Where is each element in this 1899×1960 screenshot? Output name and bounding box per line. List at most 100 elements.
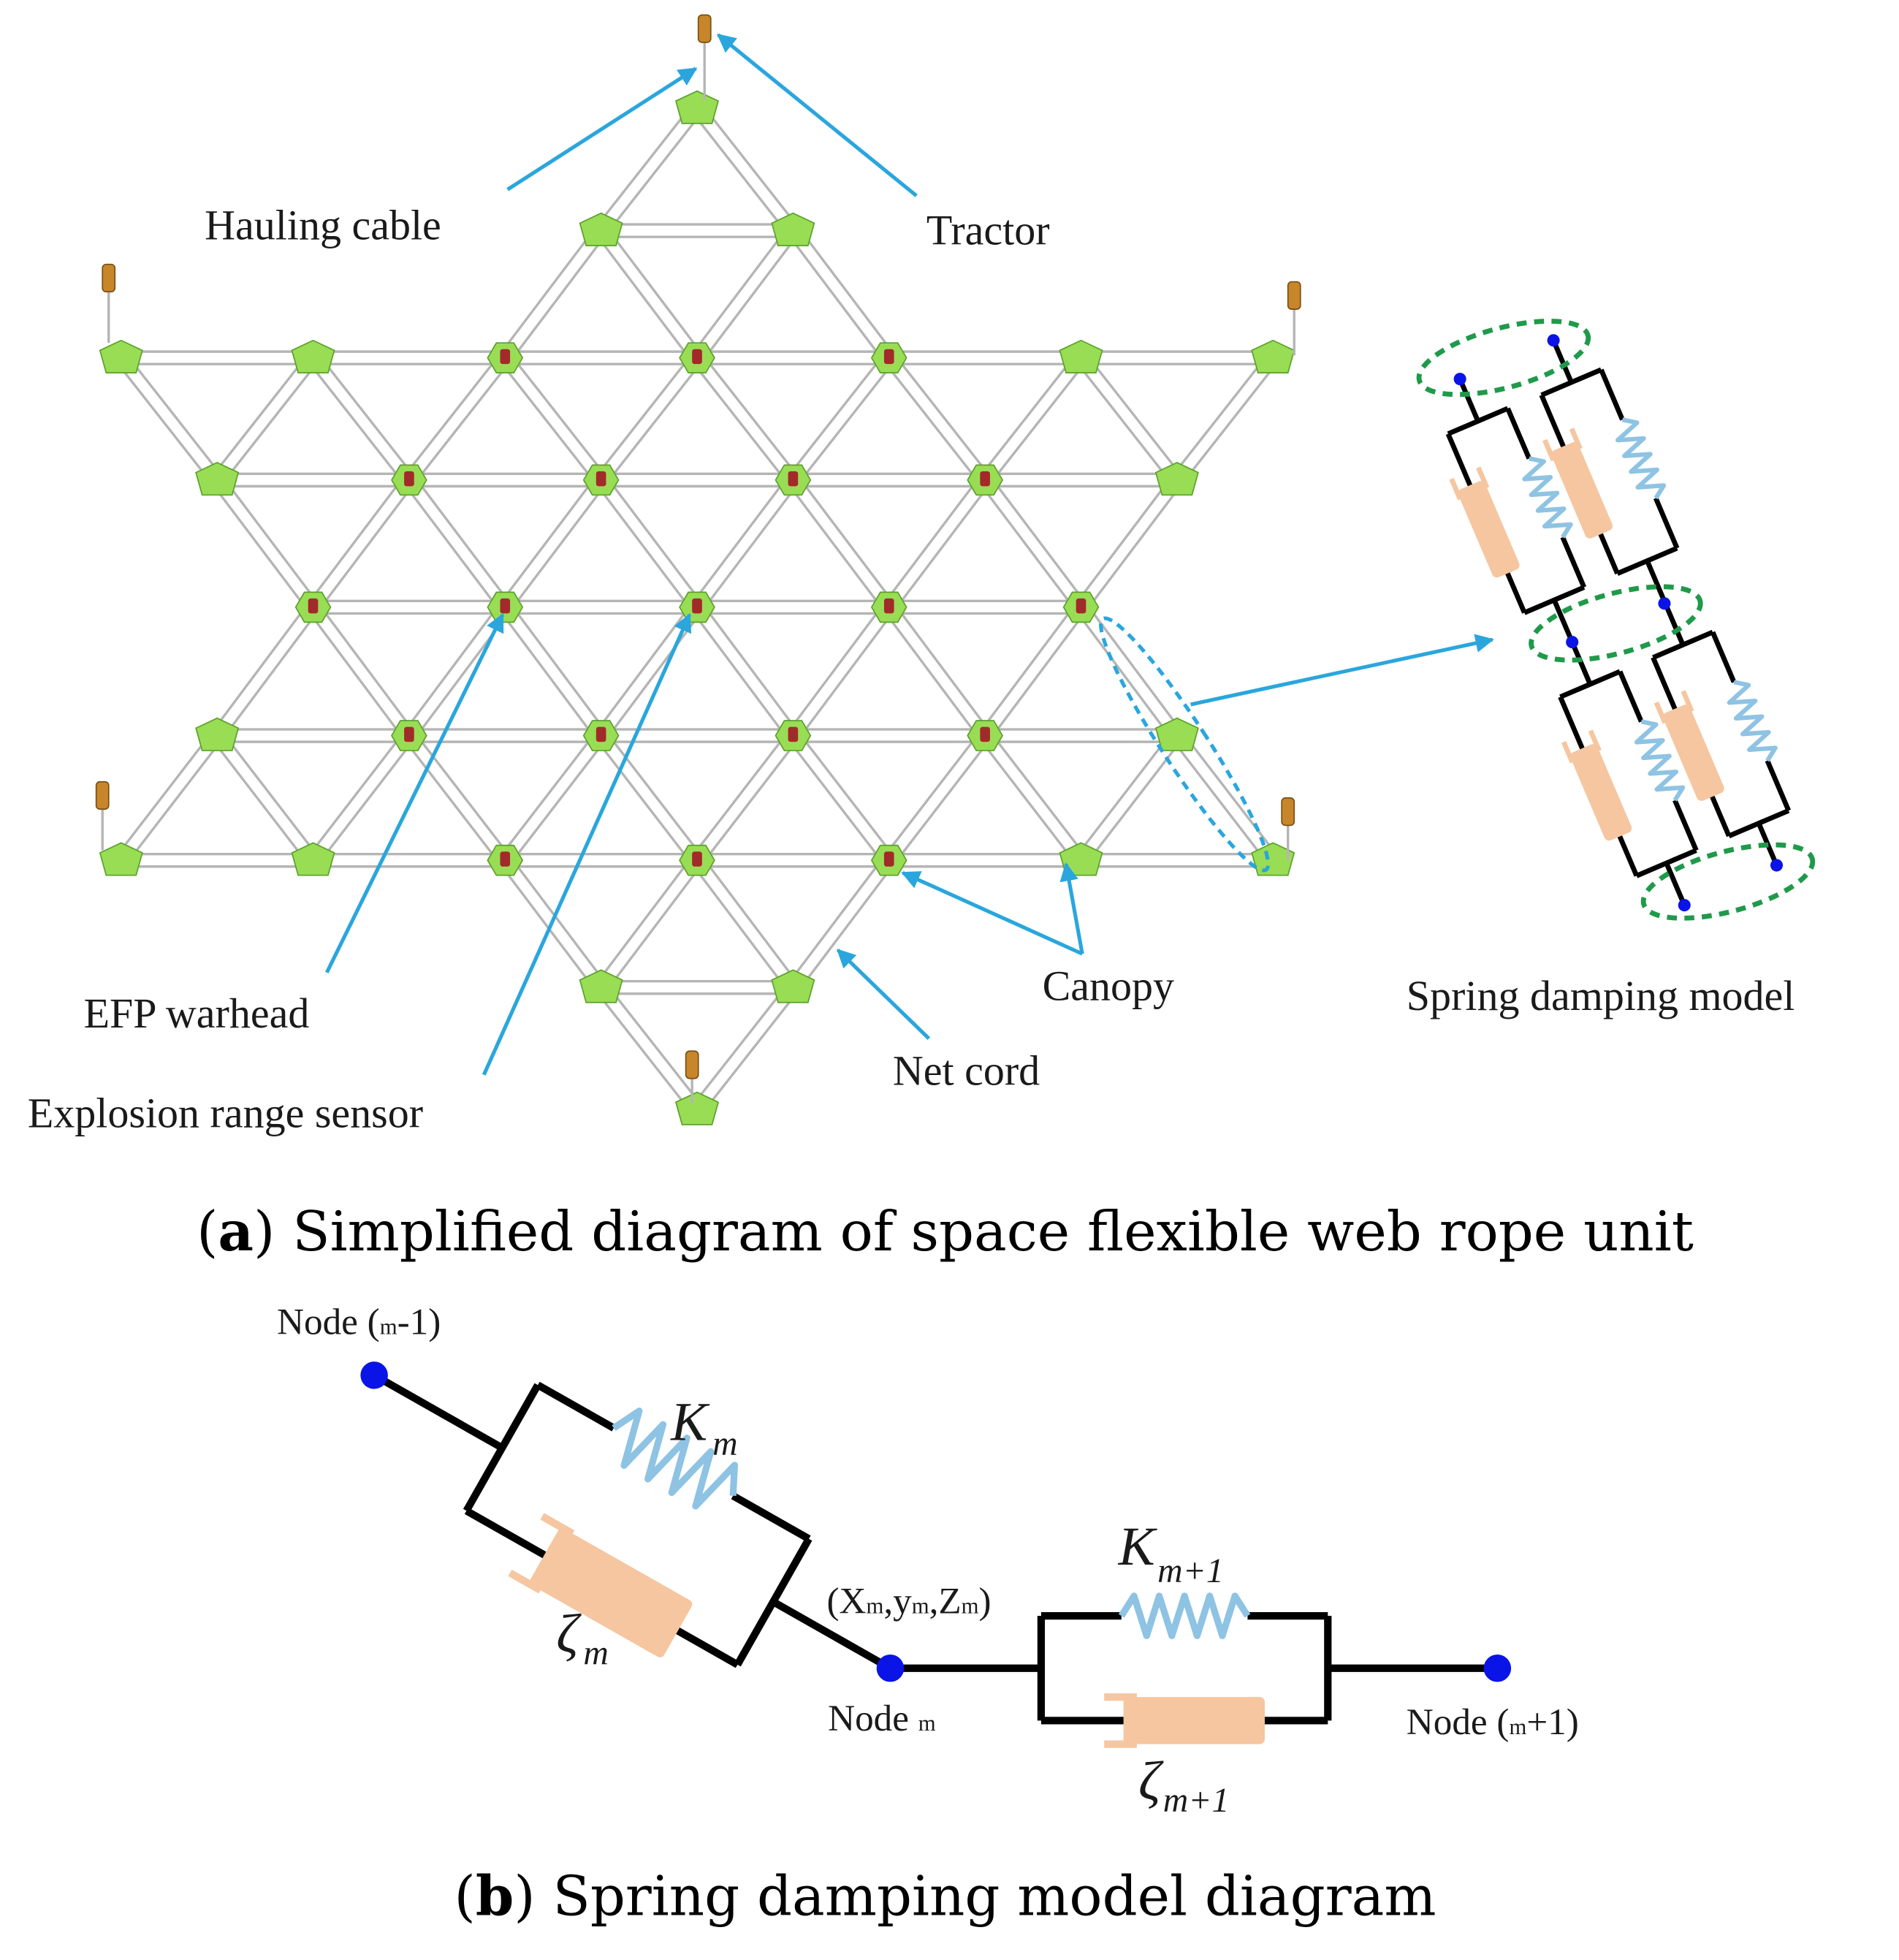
net-cord [787,233,886,362]
net-cord [499,226,598,355]
node-m-dot [876,1655,905,1682]
canopy-shape [291,842,335,876]
damper-icon [1561,729,1602,764]
net-cord [307,731,406,858]
net-cord [1084,482,1184,612]
horizontal-spring-damping-model [360,1361,1512,1748]
spring-damper-unit [1445,406,1587,615]
rope-segment [1664,862,1687,906]
net-cord [221,475,319,604]
damper-icon [1570,744,1632,841]
unit-frame [1037,1616,1332,1721]
net-cord [701,233,799,362]
net-cord [978,482,1078,612]
node-next-dot [1483,1655,1512,1682]
spring-icon [1522,456,1573,539]
vertical-spring-damping-model [1416,319,1816,921]
efp-warhead-icon [500,851,511,867]
net-cord [701,856,799,985]
net-cord [883,360,981,485]
net-cord [499,731,598,858]
canopy-node [1154,462,1199,496]
tractor-icon [1281,797,1295,827]
spring-icon [1118,1592,1251,1639]
net-cord [1084,353,1183,477]
warhead-node [870,342,907,373]
warhead-node [870,844,907,876]
model-node-dot [1547,334,1560,347]
net-cord [605,111,704,235]
canopy-shape [674,1091,720,1125]
spring-damper-unit-m [372,1372,892,1672]
net-cord [701,990,799,1114]
unit-frame [1559,669,1697,878]
net-cord [316,353,415,477]
canopy-shape [771,212,815,246]
unit-frame [1540,367,1678,576]
net-cord [787,602,886,733]
net-cord [989,731,1087,858]
damper-icon [1104,1693,1137,1748]
caption-a-letter: a [218,1199,254,1264]
canopy-node [1251,842,1295,876]
net-cord [690,226,789,355]
net-cord [690,609,789,740]
warhead-node [487,844,524,876]
net-cord [413,360,511,485]
unit-frame [463,1383,813,1667]
canopy-shape [1251,339,1295,373]
spring-icon [1634,719,1686,802]
damper-icon [530,1528,693,1657]
net-cord [595,856,693,985]
net-cord [893,738,992,865]
net-cord [989,360,1087,485]
net-cord [595,233,693,362]
net-cord [1171,738,1269,865]
highlighted-cord-ellipse [1099,616,1271,873]
net-cord [403,738,501,865]
canopy-node [195,462,240,496]
unit-frame [1710,631,1737,683]
spring-damper-unit [1558,669,1699,878]
canopy-node [674,1091,720,1125]
net-cord [701,602,799,733]
warhead-node [967,720,1003,751]
net-cord [989,609,1087,740]
net-cord [403,602,501,733]
canopy-shape [1154,462,1199,496]
net-cord [413,731,511,858]
efp-warhead-icon [404,726,414,742]
hauling-cable-arrow [506,67,698,191]
net-cord [605,360,704,485]
net-cord [509,602,607,733]
efp-warhead-icon [595,471,606,487]
unit-frame [1653,497,1680,550]
net-cord [509,856,607,985]
efp-warhead-label: EFP warhead [84,990,310,1037]
net-cord [1171,353,1269,477]
net-cord [125,353,224,477]
unit-frame [536,1381,616,1432]
spring-damping-model-label: Spring damping model [1407,972,1795,1019]
net-cord-label: Net cord [893,1047,1040,1094]
canopy-node [1059,339,1103,373]
net-cord [210,482,310,612]
net-cord [883,609,981,740]
canopy-node [291,842,335,876]
rope-segment [771,1598,892,1672]
canopy-node [1251,339,1295,373]
efp-warhead-icon [980,726,990,742]
rope-segment [1550,339,1574,384]
net-cord [787,482,886,612]
net-cord [979,353,1078,477]
efp-warhead-icon [788,471,799,487]
net-cord [796,609,895,740]
net-cord [221,731,319,858]
spring-icon [1615,417,1667,500]
net-cord [690,360,790,485]
net-cord [316,738,416,865]
canopy-arrow-1 [901,870,1084,956]
canopy-nodes [99,90,1295,1125]
model-node-dot [1453,373,1466,386]
tractor-icon [102,263,116,293]
